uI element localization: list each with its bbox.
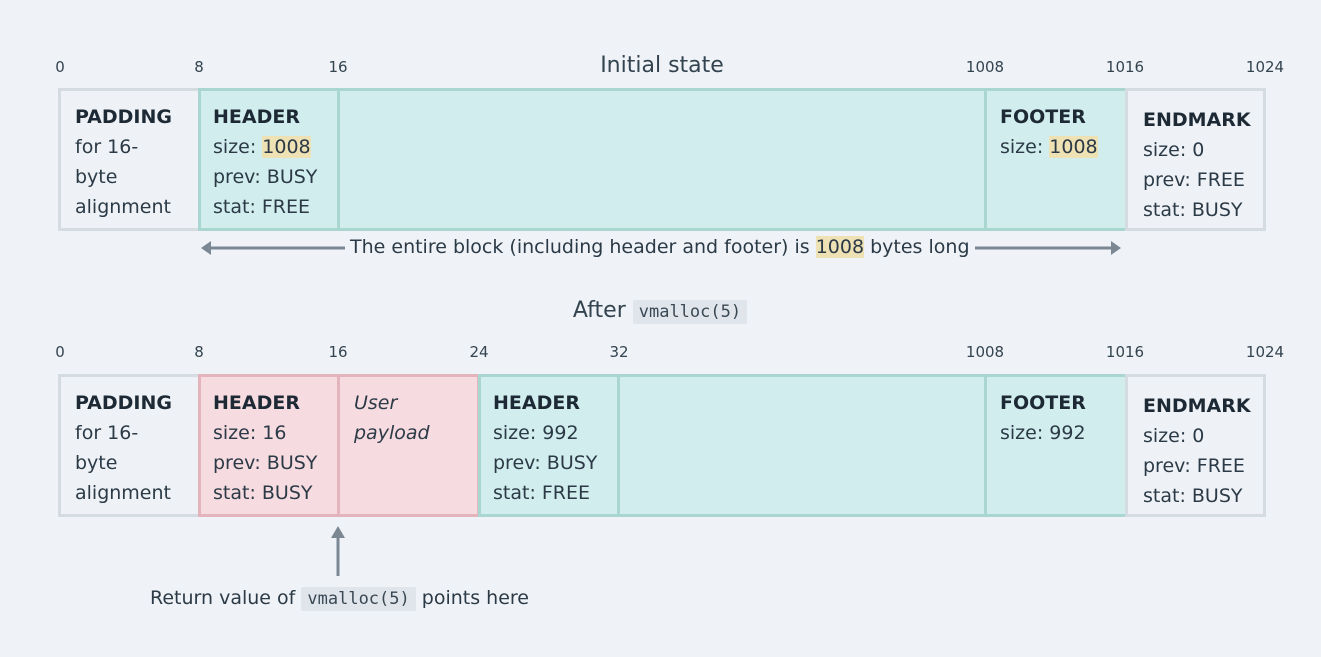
header-stat: stat: FREE: [213, 196, 311, 218]
header-size: size: 992: [493, 422, 579, 444]
footer-cell: FOOTER size: 1008: [985, 88, 1128, 231]
endmark-stat: stat: BUSY: [1143, 485, 1243, 507]
header-title: HEADER: [493, 392, 580, 414]
header-size: size: 16: [213, 422, 287, 444]
endmark-size: size: 0: [1143, 139, 1205, 161]
endmark-stat: stat: BUSY: [1143, 199, 1243, 221]
tick-label: 1008: [965, 343, 1005, 361]
tick-label: 16: [328, 343, 348, 361]
padding-text: alignment: [75, 482, 171, 504]
free-block: [478, 374, 1128, 517]
divider: [984, 88, 987, 231]
tick-label: 0: [55, 58, 65, 76]
header-prev: prev: BUSY: [213, 452, 318, 474]
span-arrow: [201, 241, 1121, 255]
footer-size: size: 1008: [1000, 136, 1098, 158]
padding-title: PADDING: [75, 106, 172, 128]
header-cell: HEADER size: 1008 prev: BUSY stat: FREE: [198, 88, 340, 231]
free-block: [198, 88, 1128, 231]
endmark-title: ENDMARK: [1143, 395, 1251, 417]
tick-label: 1024: [1245, 58, 1285, 76]
divider: [617, 374, 620, 517]
tick-label: 1016: [1105, 343, 1145, 361]
tick-label: 1016: [1105, 58, 1145, 76]
padding-title: PADDING: [75, 392, 172, 414]
payload-label: payload: [354, 422, 430, 444]
endmark-title: ENDMARK: [1143, 109, 1251, 131]
padding-text: for 16-: [75, 136, 139, 158]
padding-text: byte: [75, 452, 118, 474]
tick-label: 0: [55, 343, 65, 361]
header-prev: prev: BUSY: [493, 452, 598, 474]
padding-cell: PADDING for 16- byte alignment: [58, 88, 201, 231]
padding-text: byte: [75, 166, 118, 188]
tick-label: 1024: [1245, 343, 1285, 361]
tick-label: 24: [469, 343, 489, 361]
header-title: HEADER: [213, 106, 300, 128]
footer-title: FOOTER: [1000, 392, 1086, 414]
divider: [337, 88, 340, 231]
divider: [984, 374, 987, 517]
header-size: size: 1008: [213, 136, 311, 158]
padding-cell: PADDING for 16- byte alignment: [58, 374, 201, 517]
padding-text: alignment: [75, 196, 171, 218]
header-title: HEADER: [213, 392, 300, 414]
divider: [337, 374, 340, 517]
diagram1-title: Initial state: [600, 53, 724, 78]
tick-label: 32: [609, 343, 629, 361]
tick-label: 16: [328, 58, 348, 76]
payload-cell: User payload: [339, 374, 480, 517]
tick-label: 8: [194, 58, 204, 76]
header-busy-cell: HEADER size: 16 prev: BUSY stat: BUSY: [198, 374, 340, 517]
footer-size: size: 992: [1000, 422, 1086, 444]
tick-label: 8: [194, 343, 204, 361]
endmark-prev: prev: FREE: [1143, 455, 1245, 477]
endmark-size: size: 0: [1143, 425, 1205, 447]
header-prev: prev: BUSY: [213, 166, 318, 188]
pointer-arrow: [331, 526, 345, 576]
block-size-caption: The entire block (including header and f…: [350, 236, 970, 258]
header-stat: stat: FREE: [493, 482, 591, 504]
diagram2-title: After vmalloc(5): [573, 298, 748, 324]
return-value-caption: Return value of vmalloc(5) points here: [150, 587, 529, 611]
footer-cell: FOOTER size: 992: [985, 374, 1128, 517]
payload-label: User: [354, 392, 398, 414]
footer-title: FOOTER: [1000, 106, 1086, 128]
tick-label: 1008: [965, 58, 1005, 76]
padding-text: for 16-: [75, 422, 139, 444]
header-stat: stat: BUSY: [213, 482, 313, 504]
endmark-prev: prev: FREE: [1143, 169, 1245, 191]
header-free-cell: HEADER size: 992 prev: BUSY stat: FREE: [478, 374, 620, 517]
endmark-cell: ENDMARK size: 0 prev: FREE stat: BUSY: [1125, 374, 1266, 517]
endmark-cell: ENDMARK size: 0 prev: FREE stat: BUSY: [1125, 88, 1266, 231]
